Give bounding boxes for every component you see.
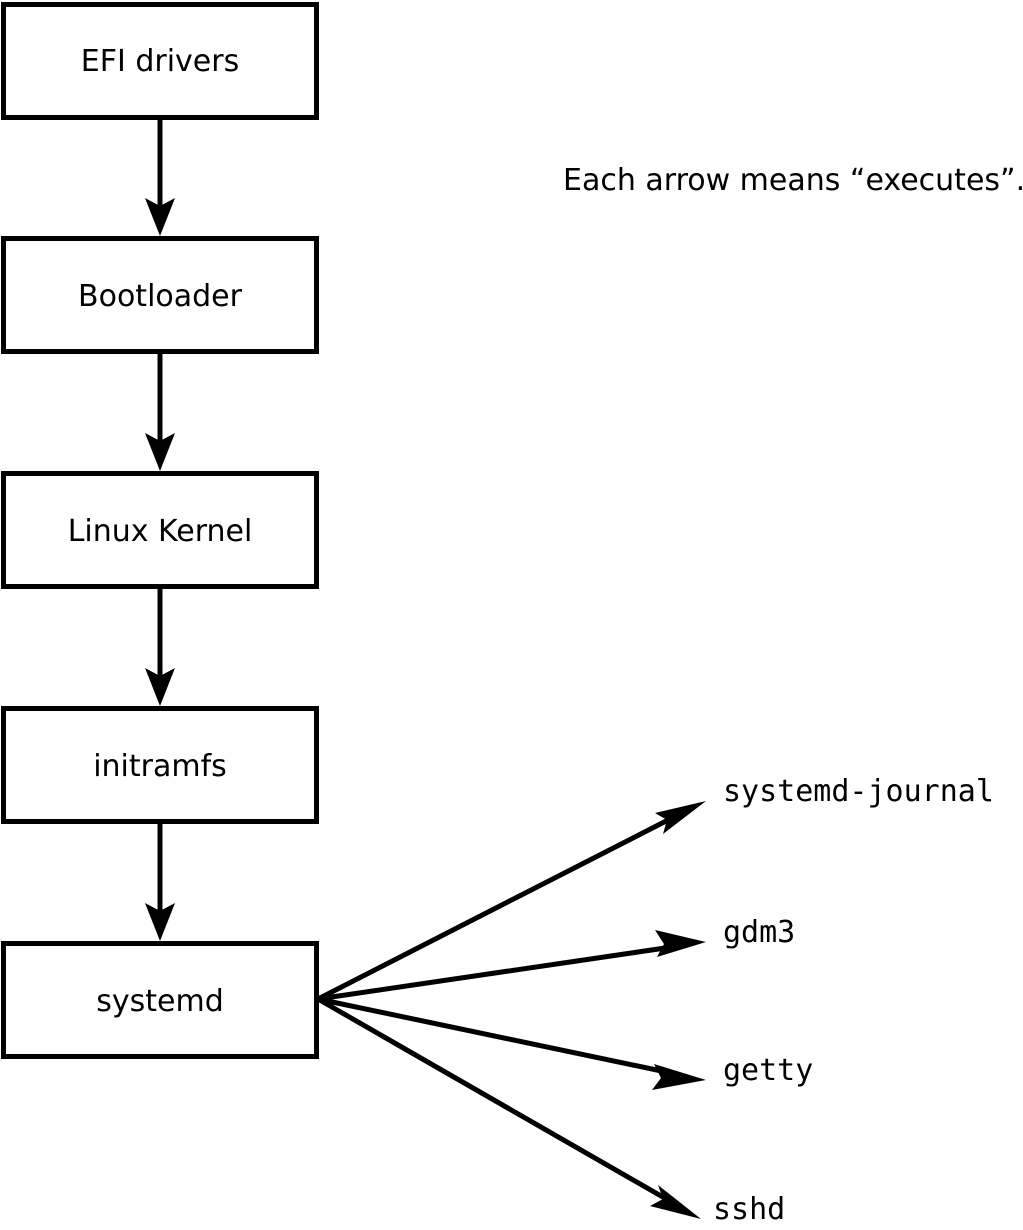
- arrow-kernel-to-initramfs: [145, 588, 175, 706]
- arrow-initramfs-to-systemd: [145, 823, 175, 941]
- box-initramfs-rect: [1, 706, 319, 824]
- box-systemd[interactable]: systemd: [1, 941, 319, 1059]
- box-efi-drivers-label: EFI drivers: [81, 44, 239, 79]
- box-initramfs[interactable]: initramfs: [1, 706, 319, 824]
- arrow-systemd-to-getty: [317, 996, 706, 1090]
- arrow-systemd-to-systemd-journal: [316, 801, 706, 1002]
- label-systemd-journal: systemd-journal: [723, 774, 994, 809]
- arrow-bootloader-to-kernel: [145, 353, 175, 471]
- arrow-systemd-to-sshd: [316, 996, 701, 1219]
- box-bootloader[interactable]: Bootloader: [1, 236, 319, 354]
- box-linux-kernel-label: Linux Kernel: [68, 514, 253, 549]
- box-efi-drivers-rect: [1, 2, 319, 120]
- box-linux-kernel[interactable]: Linux Kernel: [1, 471, 319, 589]
- arrow-systemd-to-gdm3: [317, 930, 706, 1002]
- label-sshd: sshd: [713, 1192, 785, 1227]
- diagram-caption: Each arrow means “executes”.: [563, 163, 1023, 198]
- arrow-efi-to-bootloader: [145, 118, 175, 236]
- box-bootloader-label: Bootloader: [78, 279, 243, 314]
- box-linux-kernel-rect: [1, 471, 319, 589]
- label-getty: getty: [723, 1053, 813, 1088]
- box-initramfs-label: initramfs: [93, 749, 227, 784]
- box-bootloader-rect: [1, 236, 319, 354]
- box-efi-drivers[interactable]: EFI drivers: [1, 2, 319, 120]
- label-gdm3: gdm3: [723, 915, 795, 950]
- box-systemd-rect: [1, 941, 319, 1059]
- box-systemd-label: systemd: [96, 984, 224, 1019]
